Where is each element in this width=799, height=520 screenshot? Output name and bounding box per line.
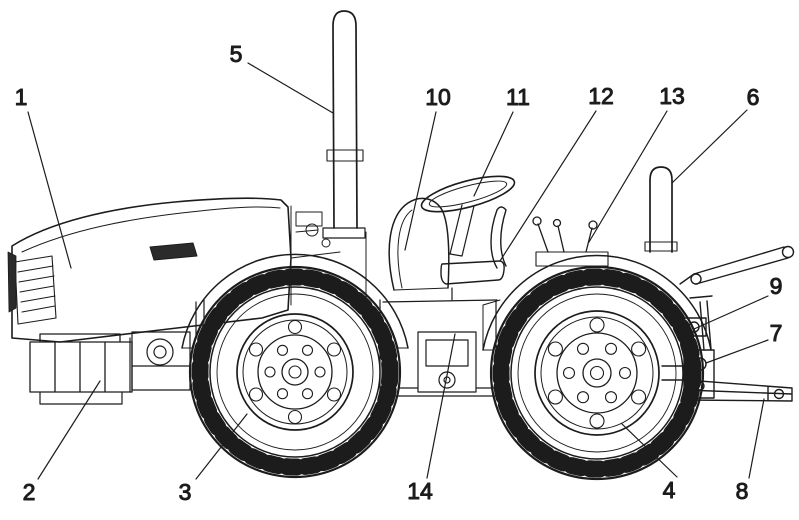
underbody-gearbox xyxy=(417,331,477,393)
callout-leader-13 xyxy=(588,110,668,243)
callout-leader-5 xyxy=(247,62,334,114)
callout-number-13: 13 xyxy=(659,83,685,109)
steering-column xyxy=(449,204,475,257)
callout-number-12: 12 xyxy=(588,83,614,109)
rear-rollbar xyxy=(644,166,678,253)
callout-number-3: 3 xyxy=(179,479,192,505)
hood-vent xyxy=(149,242,198,261)
control-levers xyxy=(532,216,598,253)
fender-console xyxy=(535,251,609,267)
callout-number-1: 1 xyxy=(15,84,28,110)
rear-hitch xyxy=(661,245,795,402)
rear-wheel xyxy=(489,265,705,481)
callout-leader-12 xyxy=(499,110,597,262)
callout-leader-1 xyxy=(27,111,72,269)
callout-number-10: 10 xyxy=(425,84,451,110)
callout-leader-14 xyxy=(426,333,456,479)
front-fender xyxy=(181,253,409,349)
engine-details xyxy=(290,205,367,306)
callout-number-2: 2 xyxy=(23,479,36,505)
callout-number-8: 8 xyxy=(736,478,749,504)
rear-wheel-bolts xyxy=(547,317,647,429)
front-wheel xyxy=(188,265,402,479)
callout-leader-4 xyxy=(621,423,678,478)
front-grille-slot xyxy=(7,251,17,313)
front-rollbar xyxy=(322,10,366,239)
hood xyxy=(7,197,292,343)
steering-wheel xyxy=(420,175,516,257)
callout-leader-3 xyxy=(195,413,248,480)
callout-number-14: 14 xyxy=(407,478,433,504)
callout-number-7: 7 xyxy=(770,320,783,346)
callout-number-11: 11 xyxy=(506,84,530,110)
callout-number-6: 6 xyxy=(747,84,760,110)
callout-leader-11 xyxy=(473,111,514,197)
rear-fender xyxy=(482,251,712,351)
callout-leader-6 xyxy=(671,109,748,184)
callout-leader-2 xyxy=(37,380,101,480)
fender-bracket xyxy=(681,317,707,337)
front-wheel-bolts xyxy=(248,319,342,425)
callout-leader-8 xyxy=(748,398,765,479)
chassis-underbody xyxy=(39,287,501,405)
callout-leader-10 xyxy=(404,111,437,251)
front-weight xyxy=(29,333,133,393)
callout-number-4: 4 xyxy=(663,477,676,503)
callout-number-5: 5 xyxy=(230,41,243,67)
callout-leader-9 xyxy=(693,295,769,330)
operator-seat xyxy=(440,206,507,285)
callout-leader-7 xyxy=(705,339,769,364)
callout-number-9: 9 xyxy=(770,273,783,299)
